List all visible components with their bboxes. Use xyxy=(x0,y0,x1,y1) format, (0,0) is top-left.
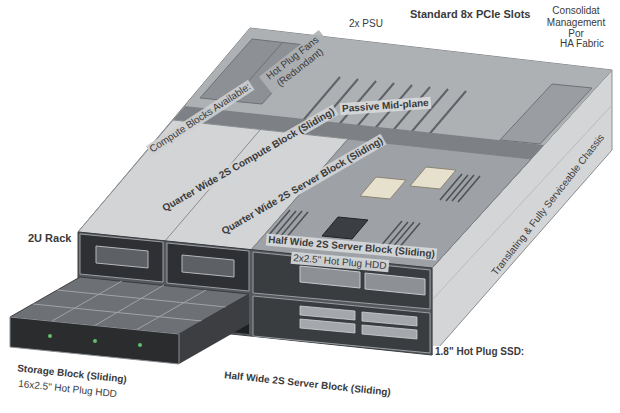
half-block-front xyxy=(253,296,430,353)
cpu-socket xyxy=(322,217,368,239)
tray-side xyxy=(179,294,249,364)
ssd-bay xyxy=(300,319,355,333)
part-label: 1.8" Hot Plug SSD: xyxy=(433,346,526,358)
dimm xyxy=(274,211,296,237)
tray-rail xyxy=(57,290,226,307)
part-label: Consolidat Management Por xyxy=(536,5,616,40)
pcie-slot xyxy=(426,91,466,138)
ssd-bay xyxy=(362,325,417,339)
hdd-bay xyxy=(300,266,360,288)
dimm xyxy=(458,176,480,202)
tray-rail xyxy=(136,290,206,330)
led xyxy=(48,334,52,338)
led xyxy=(138,343,142,347)
dimm xyxy=(286,212,308,238)
management-module xyxy=(500,84,592,144)
part-label: 2x PSU xyxy=(347,18,385,30)
part-label: Standard 8x PCIe Slots xyxy=(408,8,532,21)
part-label: Half Wide 2S Server Block (Sliding) xyxy=(222,369,393,398)
motherboard xyxy=(251,139,531,268)
dimm xyxy=(446,175,468,201)
tray-rail xyxy=(33,304,202,321)
cpu-heatsink xyxy=(360,177,406,199)
quarter-block-front xyxy=(80,234,163,282)
part-label: HA Fabric xyxy=(558,38,606,50)
led xyxy=(93,339,97,343)
tray-rail xyxy=(52,281,122,321)
drive-bay xyxy=(182,255,234,277)
ssd-bay xyxy=(362,312,417,326)
quarter-block-front xyxy=(167,243,249,291)
drive-bay xyxy=(96,246,148,268)
ssd-bay xyxy=(300,306,355,320)
part-label: 2U Rack xyxy=(26,232,73,245)
hdd-bay xyxy=(365,273,425,295)
cpu-heatsink xyxy=(410,167,456,189)
ssd-bays xyxy=(300,306,417,339)
tray-front xyxy=(10,317,179,364)
status-leds xyxy=(48,334,142,347)
